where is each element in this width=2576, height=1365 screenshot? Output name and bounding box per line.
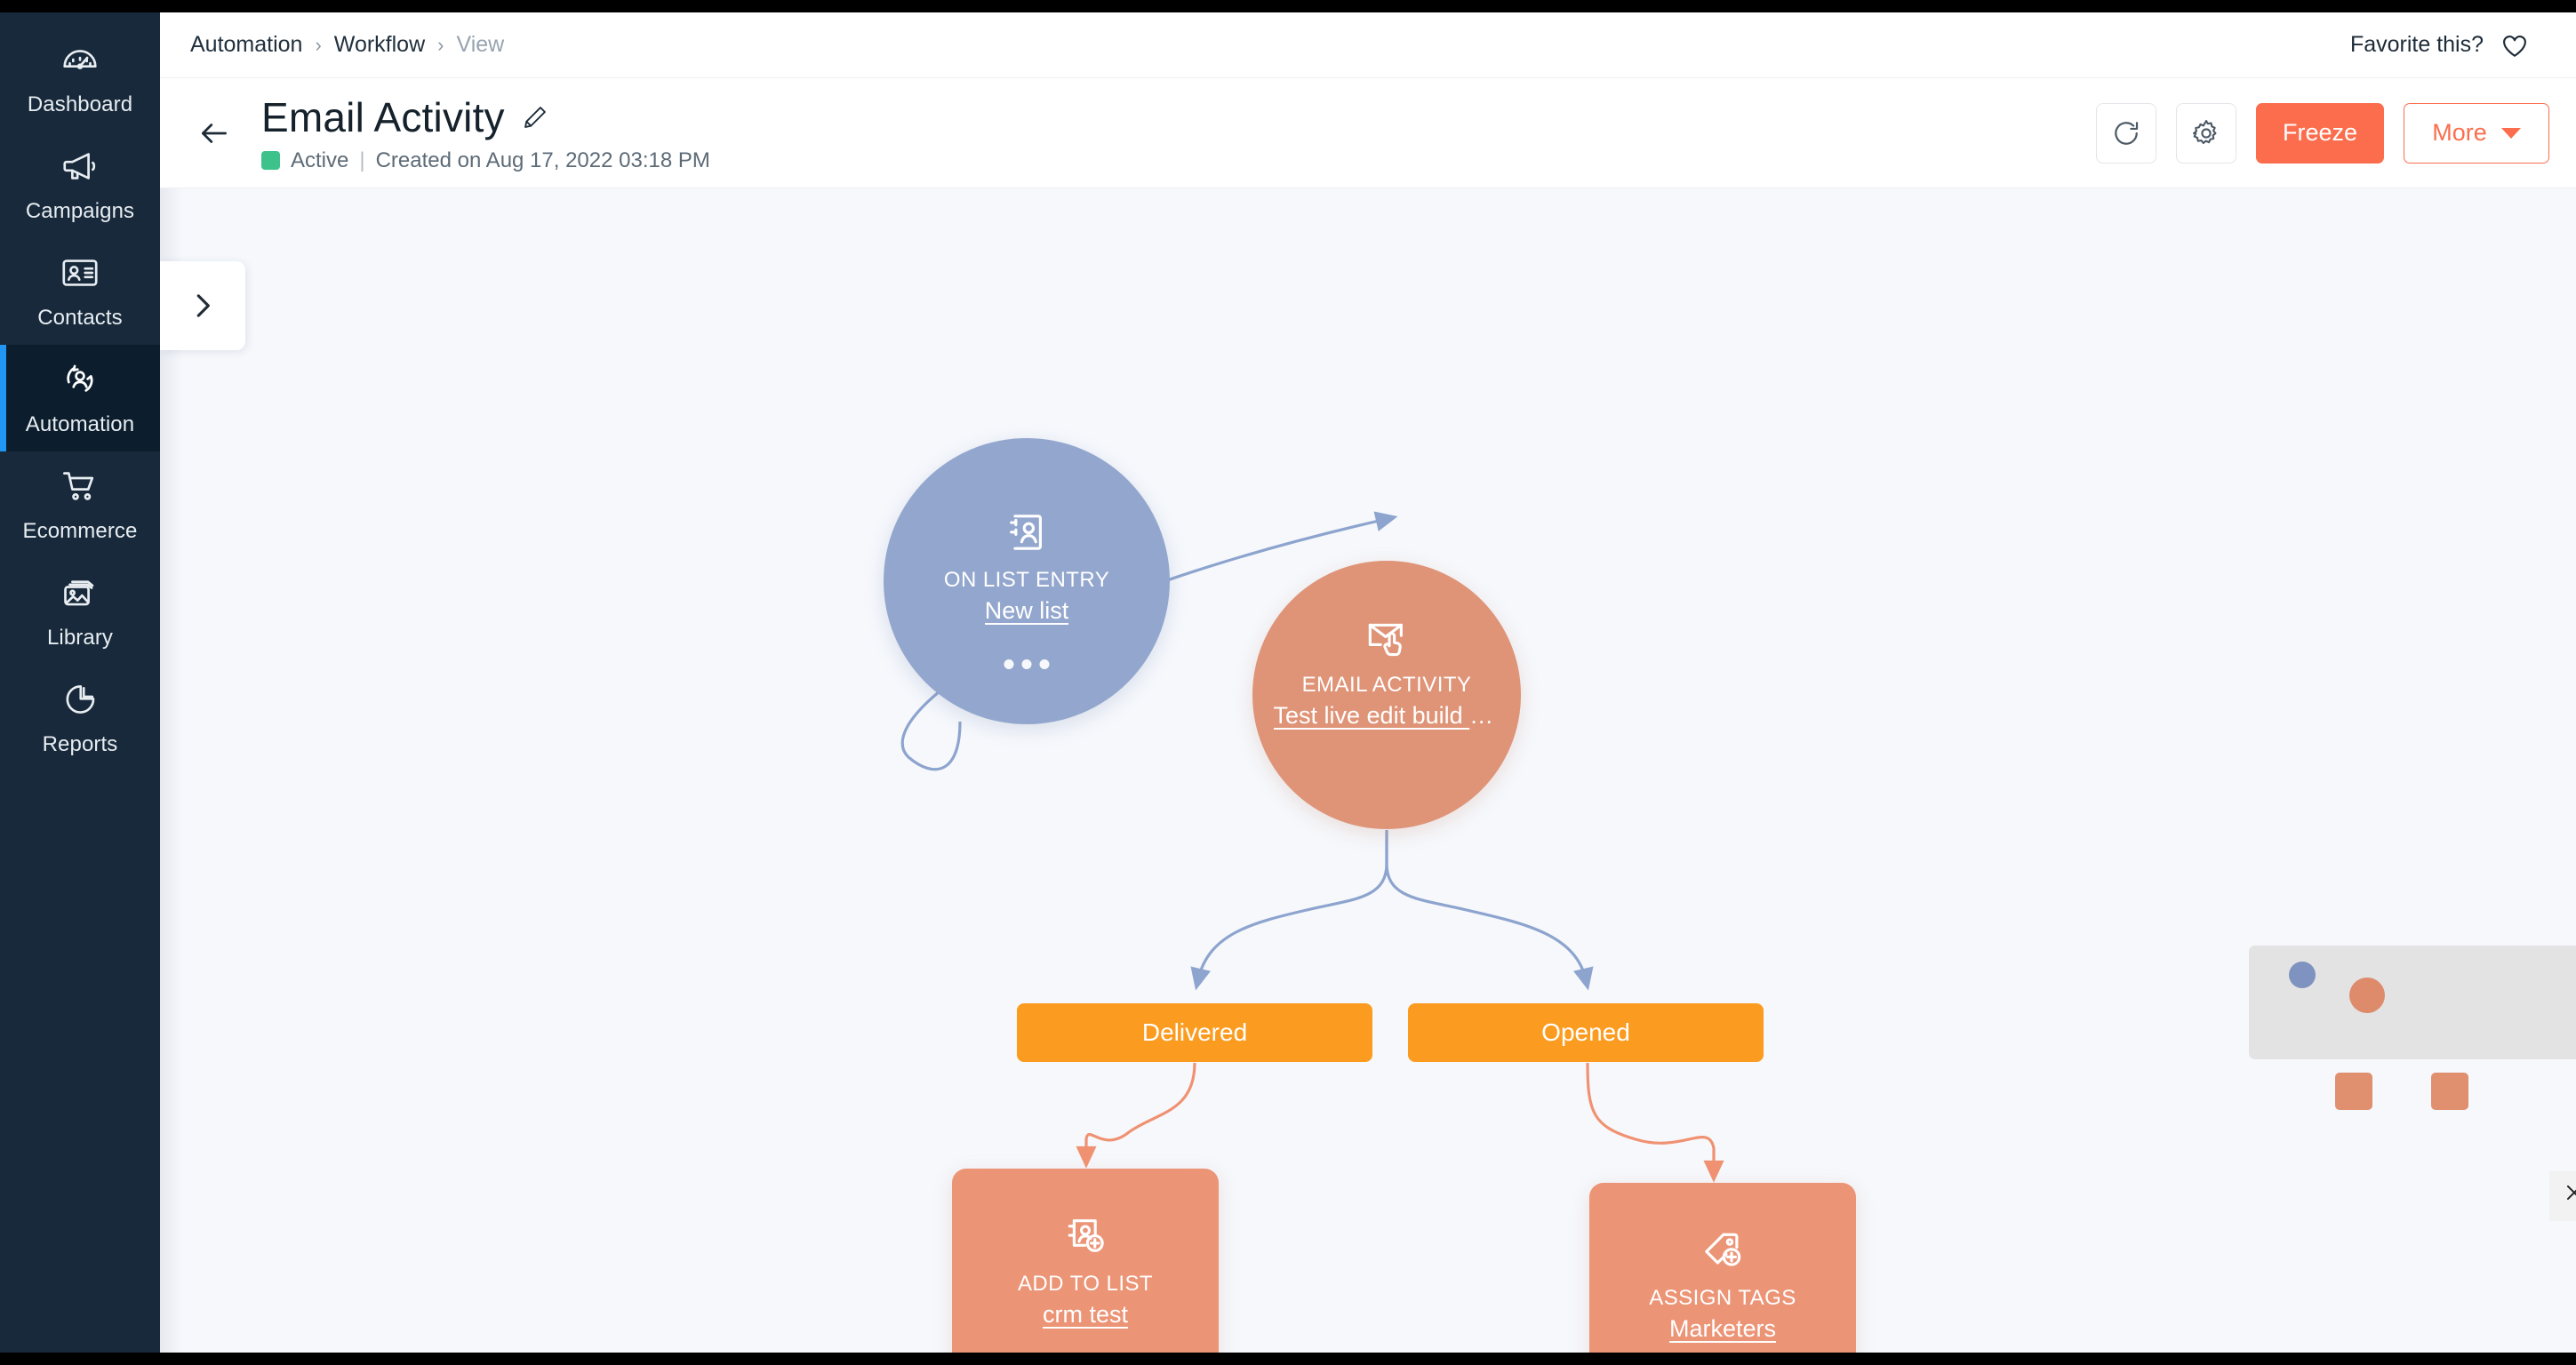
sidebar-item-label: Ecommerce: [22, 519, 138, 543]
refresh-button[interactable]: [2096, 102, 2156, 164]
status-badge: [261, 151, 280, 170]
automation-icon: [60, 359, 100, 400]
breadcrumb: Automation › Workflow › View: [190, 32, 504, 58]
breadcrumb-item-workflow[interactable]: Workflow: [333, 32, 426, 57]
workflow-canvas[interactable]: ON LIST ENTRY New list: [160, 188, 2576, 1353]
breadcrumb-separator: ›: [315, 33, 322, 56]
ellipsis-icon[interactable]: [1004, 659, 1050, 669]
branch-opened[interactable]: Opened: [1408, 1003, 1764, 1062]
status-label: Active: [291, 148, 349, 172]
canvas-minimap[interactable]: [2249, 946, 2576, 1110]
node-link-label[interactable]: New list: [984, 597, 1069, 624]
cart-icon: [60, 466, 100, 507]
pencil-icon[interactable]: [521, 103, 549, 132]
breadcrumb-item-automation[interactable]: Automation: [190, 32, 303, 57]
main-area: Automation › Workflow › View Favorite th…: [160, 12, 2576, 1353]
images-icon: [60, 572, 100, 613]
page-title: Email Activity: [261, 93, 505, 140]
minimap-node-add-to-list: [2335, 1073, 2372, 1110]
sidebar-item-label: Library: [46, 626, 114, 650]
primary-sidebar: Dashboard Campaigns Conta: [0, 12, 160, 1353]
node-link-label[interactable]: Marketers: [1668, 1315, 1777, 1342]
chevron-down-icon: [2500, 127, 2521, 139]
gauge-icon: [60, 39, 100, 80]
node-email-activity[interactable]: EMAIL ACTIVITY Test live edit build c...: [1252, 561, 1521, 829]
minimap-close-button[interactable]: [2549, 1171, 2576, 1221]
node-type-label: ADD TO LIST: [1017, 1272, 1154, 1296]
contact-card-icon: [60, 252, 100, 293]
status-meta: Active | Created on Aug 17, 2022 03:18 P…: [261, 148, 710, 173]
branch-label: Opened: [1541, 1018, 1630, 1046]
megaphone-icon: [60, 146, 100, 187]
sidebar-item-automation[interactable]: Automation: [0, 345, 160, 451]
header-actions: Freeze More: [2096, 102, 2549, 164]
node-on-list-entry[interactable]: ON LIST ENTRY New list: [884, 438, 1170, 724]
branch-label: Delivered: [1141, 1018, 1248, 1046]
favorite-label: Favorite this?: [2349, 32, 2484, 57]
node-link-label[interactable]: crm test: [1042, 1301, 1128, 1328]
refresh-icon: [2109, 116, 2143, 150]
node-type-label: ASSIGN TAGS: [1649, 1286, 1796, 1310]
branch-delivered[interactable]: Delivered: [1017, 1003, 1372, 1062]
minimap-node-assign-tags: [2431, 1073, 2468, 1110]
breadcrumb-bar: Automation › Workflow › View Favorite th…: [160, 12, 2576, 78]
minimap-node-on-list-entry: [2289, 962, 2316, 988]
pie-chart-icon: [60, 679, 100, 720]
close-icon: [2563, 1181, 2576, 1211]
node-type-label: EMAIL ACTIVITY: [1301, 673, 1472, 697]
node-add-to-list[interactable]: ADD TO LIST crm test: [952, 1169, 1219, 1353]
arrow-left-icon: [197, 116, 231, 150]
sidebar-item-label: Contacts: [37, 306, 123, 330]
created-timestamp: Created on Aug 17, 2022 03:18 PM: [375, 148, 710, 172]
more-button[interactable]: More: [2404, 102, 2549, 164]
chevron-right-icon: [186, 289, 220, 323]
sidebar-item-label: Automation: [25, 412, 135, 436]
node-type-label: ON LIST ENTRY: [943, 568, 1110, 592]
heart-icon[interactable]: [2500, 30, 2530, 60]
sidebar-item-dashboard[interactable]: Dashboard: [0, 25, 160, 132]
sidebar-item-contacts[interactable]: Contacts: [0, 238, 160, 345]
node-assign-tags[interactable]: ASSIGN TAGS Marketers: [1589, 1183, 1856, 1353]
back-button[interactable]: [190, 109, 238, 157]
sidebar-item-campaigns[interactable]: Campaigns: [0, 132, 160, 238]
breadcrumb-separator: ›: [437, 33, 444, 56]
sidebar-item-label: Dashboard: [27, 92, 133, 116]
more-label: More: [2432, 119, 2487, 146]
sidebar-item-reports[interactable]: Reports: [0, 665, 160, 771]
contact-card-icon: [1002, 507, 1052, 557]
sidebar-item-library[interactable]: Library: [0, 558, 160, 665]
breadcrumb-item-view: View: [456, 32, 505, 57]
meta-separator: |: [359, 148, 365, 172]
settings-button[interactable]: [2176, 102, 2236, 164]
sidebar-item-label: Reports: [42, 732, 118, 756]
favorite-control[interactable]: Favorite this?: [2350, 30, 2549, 60]
freeze-button[interactable]: Freeze: [2256, 102, 2384, 164]
gear-icon: [2189, 116, 2223, 150]
email-click-icon: [1362, 612, 1412, 662]
add-tag-icon: [1698, 1225, 1748, 1275]
title-block: Email Activity Active | Created on Aug 1…: [261, 93, 710, 173]
minimap-node-email-activity: [2349, 978, 2385, 1013]
title-row: Email Activity: [261, 93, 710, 141]
sidebar-item-ecommerce[interactable]: Ecommerce: [0, 451, 160, 558]
panel-expand-button[interactable]: [160, 261, 245, 350]
node-link-label[interactable]: Test live edit build c...: [1273, 702, 1500, 729]
page-header: Email Activity Active | Created on Aug 1…: [160, 78, 2576, 188]
add-contact-icon: [1060, 1211, 1110, 1261]
sidebar-item-label: Campaigns: [25, 199, 135, 223]
